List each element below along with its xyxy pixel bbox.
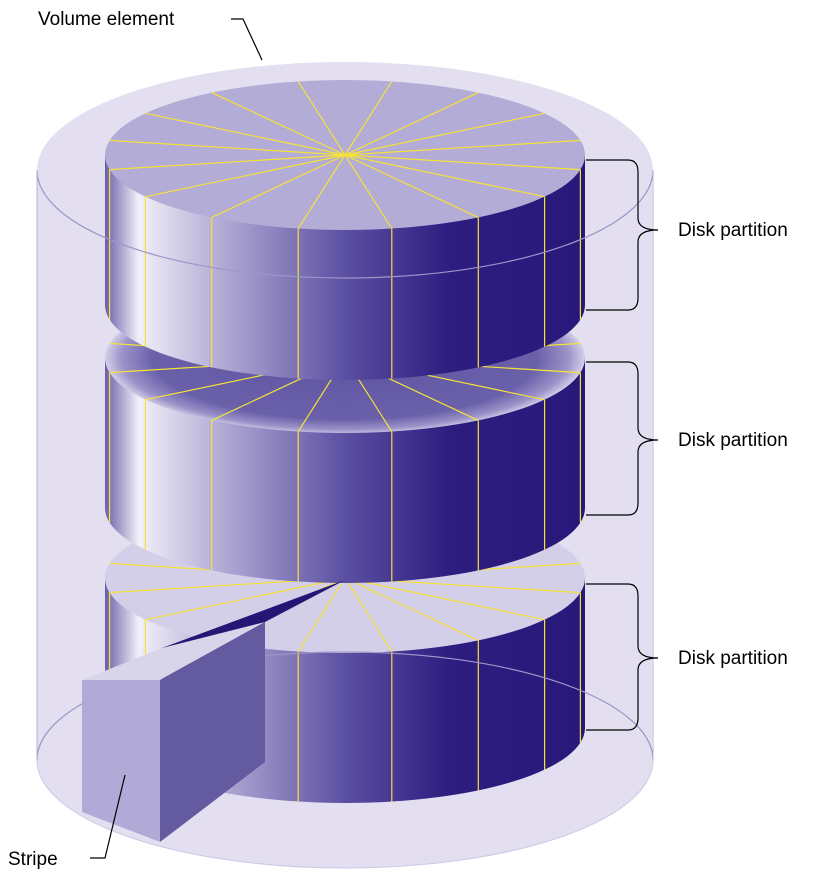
disk-1 (105, 80, 585, 380)
stripe-radial-line (297, 81, 346, 156)
stripe-radial-line (344, 577, 545, 621)
stripe-radial-line (344, 577, 393, 652)
stripe-radial-line (344, 577, 479, 641)
stripe-radial-line (344, 154, 479, 218)
stripe-radial-line (344, 139, 581, 156)
disk-partition-label-2: Disk partition (678, 430, 788, 451)
stripe-radial-line (344, 154, 393, 229)
volume-element-label: Volume element (38, 9, 175, 30)
stripe-radial-line (109, 139, 346, 156)
stripe-radial-line (109, 154, 346, 171)
volume-element-leader (231, 18, 263, 61)
stripe-radial-line (145, 154, 346, 198)
partition-brace-2 (586, 361, 659, 516)
disk-partition-label-1: Disk partition (678, 220, 788, 241)
stripe-radial-line (297, 577, 346, 652)
stripe-radial-line (145, 112, 346, 156)
partition-brace-3 (586, 583, 659, 731)
partition-brace-1 (586, 159, 659, 311)
stripe-radial-line (297, 154, 346, 229)
stripe-leader (90, 774, 126, 859)
stripe-radial-line (344, 154, 545, 198)
stripe-radial-line (344, 154, 581, 171)
stripe-radial-line (344, 81, 393, 156)
disk-partition-label-3: Disk partition (678, 648, 788, 669)
stripe-block (82, 580, 345, 842)
stripe-label: Stripe (8, 849, 58, 870)
stripe-radial-line (211, 92, 346, 156)
leader-lines (90, 18, 659, 859)
stripe-radial-line (145, 577, 346, 621)
stripe-radial-line (211, 154, 346, 218)
stripe-radial-line (344, 112, 545, 156)
volume-cylinder-front-rims (36, 169, 654, 761)
stripe-radial-line (344, 92, 479, 156)
